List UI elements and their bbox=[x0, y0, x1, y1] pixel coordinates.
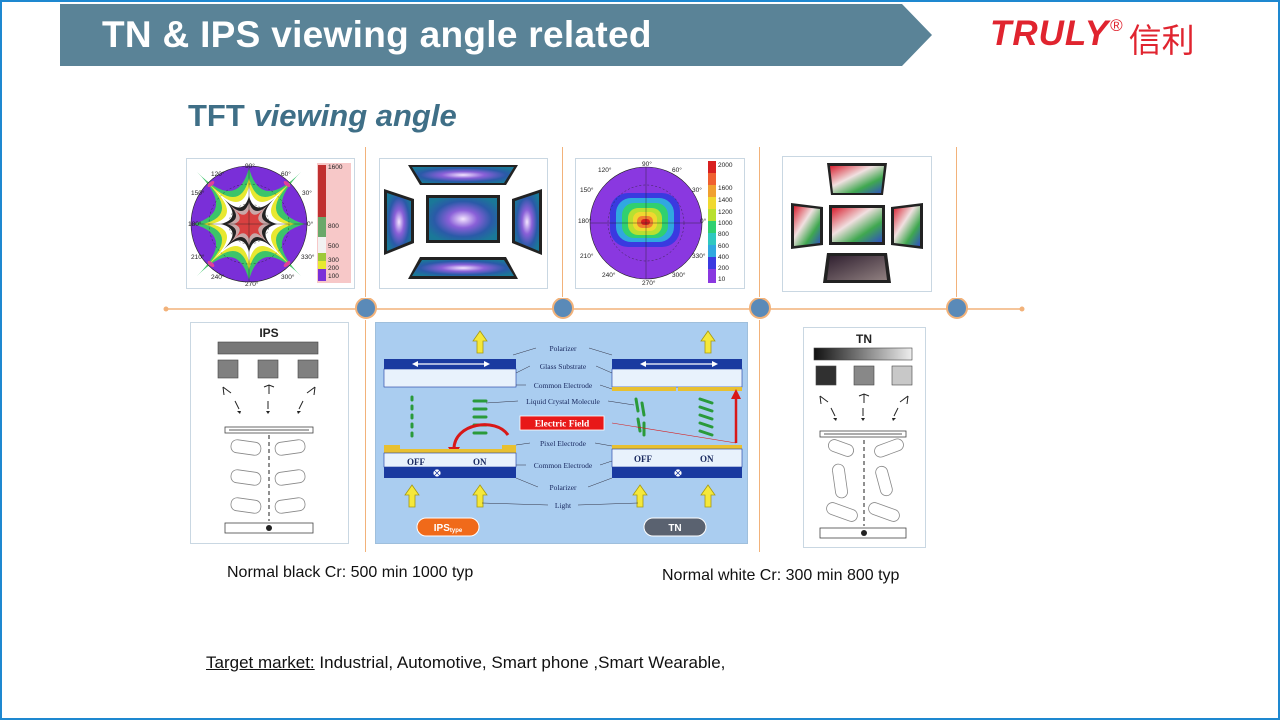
target-market-text: Industrial, Automotive, Smart phone ,Sma… bbox=[319, 653, 726, 672]
timeline-node bbox=[552, 298, 574, 319]
timeline-node bbox=[749, 298, 771, 319]
ips-type-tag-sub: type bbox=[450, 528, 463, 534]
separator-line bbox=[759, 147, 760, 297]
logo-chinese-text: 信利 bbox=[1128, 21, 1195, 60]
polar-angle-label: 240° bbox=[602, 271, 616, 279]
off-label: OFF bbox=[634, 454, 652, 464]
layer-label-common-electrode: Common Electrode bbox=[534, 461, 593, 470]
legend-value: 800 bbox=[718, 231, 729, 238]
polar-angle-label: 90° bbox=[642, 160, 652, 168]
legend-value: 1200 bbox=[718, 209, 733, 216]
polar-angle-label: 60° bbox=[672, 166, 682, 174]
layer-label-glass: Glass Substrate bbox=[540, 362, 587, 371]
legend-value: 200 bbox=[328, 265, 339, 272]
layer-label-pixel-electrode: Pixel Electrode bbox=[540, 439, 587, 448]
ips-molecule-schematic: IPS bbox=[190, 322, 349, 544]
polar-angle-label: 270° bbox=[245, 280, 259, 288]
legend-value: 1400 bbox=[718, 197, 733, 204]
separator-line bbox=[956, 147, 957, 297]
polar-angle-label: 0° bbox=[700, 217, 707, 225]
legend-value: 500 bbox=[328, 243, 339, 250]
tn-viewing-angle-photo bbox=[782, 156, 932, 292]
ips-type-tag: IPS bbox=[434, 523, 450, 534]
polar-angle-label: 180° bbox=[578, 217, 592, 225]
polar-angle-label: 0° bbox=[307, 220, 314, 228]
tn-schematic-title: TN bbox=[856, 332, 872, 346]
on-label: ON bbox=[700, 454, 714, 464]
logo-registered-mark: ® bbox=[1110, 16, 1123, 35]
polar-angle-label: 120° bbox=[598, 166, 612, 174]
polar-angle-label: 90° bbox=[245, 162, 255, 170]
polar-angle-label: 210° bbox=[191, 253, 205, 261]
legend-value: 400 bbox=[718, 254, 729, 261]
polar-angle-label: 270° bbox=[642, 279, 656, 287]
subtitle-prefix: TFT bbox=[188, 98, 245, 133]
polar-angle-label: 330° bbox=[692, 252, 706, 260]
polar-angle-label: 300° bbox=[672, 271, 686, 279]
truly-logo: TRULY ® 信利 bbox=[990, 14, 1195, 62]
legend-value: 2000 bbox=[718, 162, 733, 169]
on-label: ON bbox=[473, 457, 487, 467]
section-subtitle: TFT viewing angle bbox=[188, 98, 457, 134]
separator-line bbox=[365, 320, 366, 552]
tn-type-tag: TN bbox=[668, 523, 681, 534]
ips-tn-cross-section-diagram: Electric Field OFF ON OFF ON bbox=[375, 322, 748, 544]
separator-line bbox=[562, 147, 563, 297]
separator-line bbox=[365, 147, 366, 297]
slide-title: TN & IPS viewing angle related bbox=[102, 14, 652, 55]
logo-text: TRULY bbox=[990, 14, 1110, 53]
banner-shape bbox=[60, 4, 932, 66]
legend-value: 1600 bbox=[328, 164, 343, 171]
polar-angle-label: 120° bbox=[211, 170, 225, 178]
layer-label-polarizer: Polarizer bbox=[549, 483, 577, 492]
polar-angle-label: 240° bbox=[211, 273, 225, 281]
legend-value: 10 bbox=[718, 276, 726, 283]
title-banner: TN & IPS viewing angle related bbox=[60, 4, 932, 66]
ips-contrast-caption: Normal black Cr: 500 min 1000 typ bbox=[227, 564, 474, 581]
ips-schematic-title: IPS bbox=[259, 326, 278, 340]
polar-angle-label: 330° bbox=[301, 253, 315, 261]
layer-label-liquid-crystal: Liquid Crystal Molecule bbox=[526, 397, 600, 406]
timeline-node bbox=[355, 298, 377, 319]
polar-angle-label: 30° bbox=[692, 186, 702, 194]
target-market-line: Target market: Industrial, Automotive, S… bbox=[206, 653, 725, 673]
svg-text:IPStype: IPStype bbox=[434, 523, 463, 534]
legend-value: 1600 bbox=[718, 185, 733, 192]
legend-value: 200 bbox=[718, 265, 729, 272]
polar-angle-label: 150° bbox=[191, 189, 205, 197]
electric-field-label: Electric Field bbox=[535, 420, 590, 430]
layer-label-polarizer: Polarizer bbox=[549, 344, 577, 353]
legend-value: 600 bbox=[718, 243, 729, 250]
separator-line bbox=[759, 320, 760, 552]
tn-contrast-caption: Normal white Cr: 300 min 800 typ bbox=[662, 567, 900, 584]
legend-value: 100 bbox=[328, 273, 339, 280]
ips-viewing-angle-photo bbox=[379, 158, 548, 289]
tn-polar-plot: 90° 60° 30° 0° 330° 300° 270° 240° 210° … bbox=[575, 158, 745, 289]
polar-angle-label: 210° bbox=[580, 252, 594, 260]
polar-angle-label: 60° bbox=[281, 170, 291, 178]
target-market-label: Target market: bbox=[206, 653, 315, 672]
off-label: OFF bbox=[407, 457, 425, 467]
polar-angle-label: 180° bbox=[188, 220, 202, 228]
timeline bbox=[163, 298, 1025, 319]
polar-angle-label: 300° bbox=[281, 273, 295, 281]
legend-value: 800 bbox=[328, 223, 339, 230]
tn-molecule-schematic: TN bbox=[803, 327, 926, 548]
timeline-node bbox=[946, 298, 968, 319]
legend-value: 300 bbox=[328, 257, 339, 264]
legend-value: 1000 bbox=[718, 220, 733, 227]
layer-label-common-electrode: Common Electrode bbox=[534, 381, 593, 390]
light-label: Light bbox=[555, 501, 572, 510]
subtitle-emphasis: viewing angle bbox=[253, 98, 457, 133]
polar-angle-label: 30° bbox=[302, 189, 312, 197]
ips-polar-plot: 90° 60° 30° 0° 330° 300° 270° 240° 210° … bbox=[186, 158, 355, 289]
polar-angle-label: 150° bbox=[580, 186, 594, 194]
